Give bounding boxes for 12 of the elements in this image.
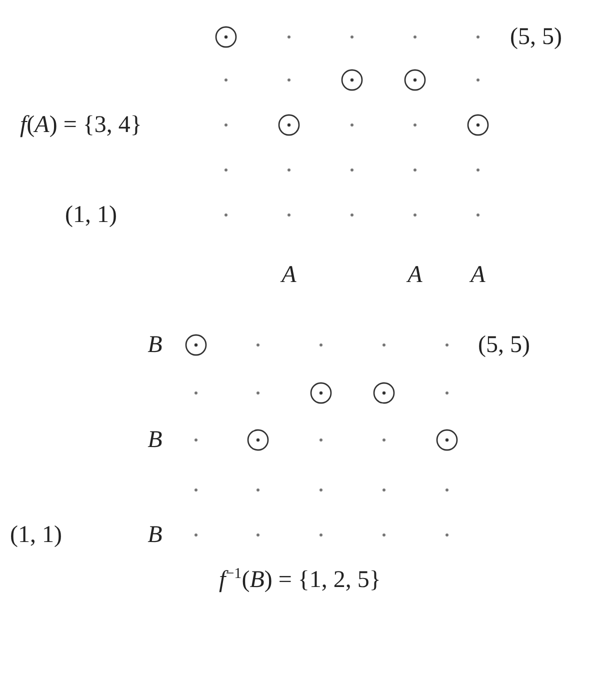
math-label: B [148, 333, 162, 357]
math-label: A [408, 263, 422, 287]
math-label: (5, 5) [478, 333, 530, 357]
math-label: (5, 5) [510, 25, 562, 49]
math-label: (1, 1) [65, 203, 117, 227]
math-label: A [470, 263, 486, 287]
math-label: B [148, 523, 162, 547]
math-label: f(A) = {3, 4} [20, 113, 142, 137]
math-label: (1, 1) [10, 523, 62, 547]
math-label: A [282, 263, 296, 287]
math-label: f$^{−1}$(B) = {1, 2, 5} [219, 568, 381, 592]
math-label: B [148, 428, 162, 452]
